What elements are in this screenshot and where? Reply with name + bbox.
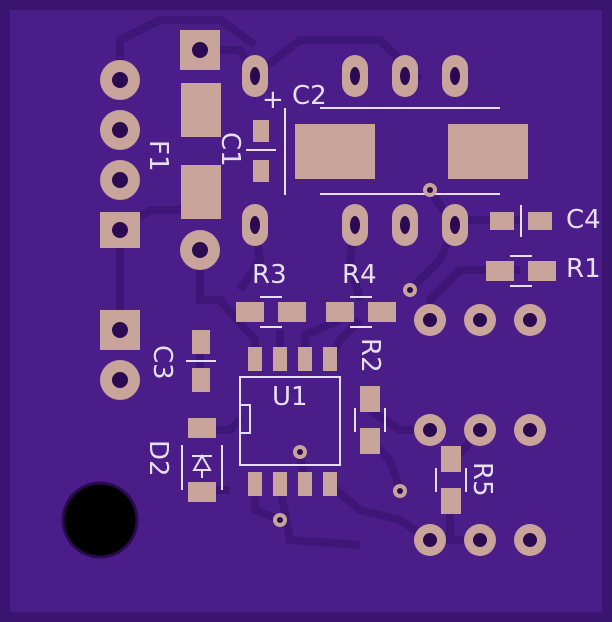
label-d2: D2 — [143, 440, 173, 477]
via-hole — [427, 187, 433, 193]
oval-pad-holes — [250, 67, 460, 234]
pad — [253, 120, 269, 142]
pad — [181, 165, 221, 219]
ic-pads — [248, 347, 337, 496]
ic-u1 — [239, 347, 341, 496]
label-f1: F1 — [143, 140, 173, 172]
resistor-r4 — [326, 296, 396, 328]
pad — [273, 472, 287, 496]
pad — [298, 347, 312, 371]
pad — [368, 302, 396, 322]
label-r3: R3 — [252, 260, 287, 290]
pad — [248, 347, 262, 371]
fuse-f1 — [180, 30, 221, 270]
label-r2: R2 — [355, 338, 385, 373]
pin-hole — [423, 313, 437, 327]
label-c4: C4 — [566, 205, 601, 235]
pad — [360, 428, 380, 454]
label-c2: C2 — [292, 81, 327, 111]
pin1-notch — [239, 404, 251, 434]
pad-hole — [250, 216, 260, 234]
resistor-r2 — [354, 386, 386, 454]
pin-hole — [112, 122, 128, 138]
pad — [528, 261, 556, 281]
pin-hole — [473, 423, 487, 437]
mounting-hole — [61, 481, 139, 559]
resistor-r3 — [236, 296, 306, 328]
via-hole — [407, 287, 413, 293]
pad — [528, 212, 552, 230]
resistor-r1 — [486, 255, 556, 287]
pad — [192, 368, 210, 392]
pad — [273, 347, 287, 371]
pad — [448, 124, 528, 179]
vias — [273, 183, 437, 527]
pad-hole — [192, 42, 208, 58]
pad-hole — [400, 216, 410, 234]
pad — [441, 446, 461, 472]
pad — [188, 482, 216, 502]
pin-hole — [112, 172, 128, 188]
pad — [326, 302, 354, 322]
header-j2 — [100, 310, 140, 400]
pad — [278, 302, 306, 322]
label-c3: C3 — [147, 345, 177, 380]
pad-hole — [192, 242, 208, 258]
pad — [192, 330, 210, 354]
via-hole — [297, 449, 303, 455]
pin-hole — [523, 533, 537, 547]
pin-hole — [112, 322, 128, 338]
pad — [441, 488, 461, 514]
pad-hole — [450, 216, 460, 234]
via-hole — [397, 488, 403, 494]
pad-hole — [400, 67, 410, 85]
pad — [490, 212, 514, 230]
via-hole — [277, 517, 283, 523]
label-r5: R5 — [467, 462, 497, 497]
pad — [188, 418, 216, 438]
pad — [236, 302, 264, 322]
pad-hole — [350, 216, 360, 234]
label-r4: R4 — [342, 260, 377, 290]
pin-hole — [112, 372, 128, 388]
label-plus: + — [262, 85, 284, 115]
pad-hole — [250, 67, 260, 85]
capacitor-c4 — [490, 205, 552, 237]
pad — [298, 472, 312, 496]
pin-hole — [473, 533, 487, 547]
pin-hole — [112, 72, 128, 88]
pin-hole — [423, 533, 437, 547]
pin-hole — [473, 313, 487, 327]
pin-hole — [523, 423, 537, 437]
label-r1: R1 — [566, 254, 601, 284]
header-right — [414, 304, 546, 556]
pad — [253, 160, 269, 182]
header-j1 — [100, 60, 140, 248]
pin-hole — [523, 313, 537, 327]
label-u1: U1 — [272, 382, 308, 412]
pin-hole — [112, 222, 128, 238]
pad — [323, 472, 337, 496]
pad — [323, 347, 337, 371]
pad-hole — [350, 67, 360, 85]
diode-d2 — [181, 418, 223, 502]
pad — [295, 124, 375, 179]
pad-hole — [450, 67, 460, 85]
pad — [360, 386, 380, 412]
capacitor-c1 — [246, 120, 276, 182]
pad — [248, 472, 262, 496]
pad — [181, 83, 221, 137]
capacitor-c2 — [284, 107, 528, 195]
pad — [486, 261, 514, 281]
label-c1: C1 — [215, 132, 245, 167]
resistor-r5 — [435, 446, 467, 514]
pin-hole — [423, 423, 437, 437]
capacitor-c3 — [186, 330, 216, 392]
